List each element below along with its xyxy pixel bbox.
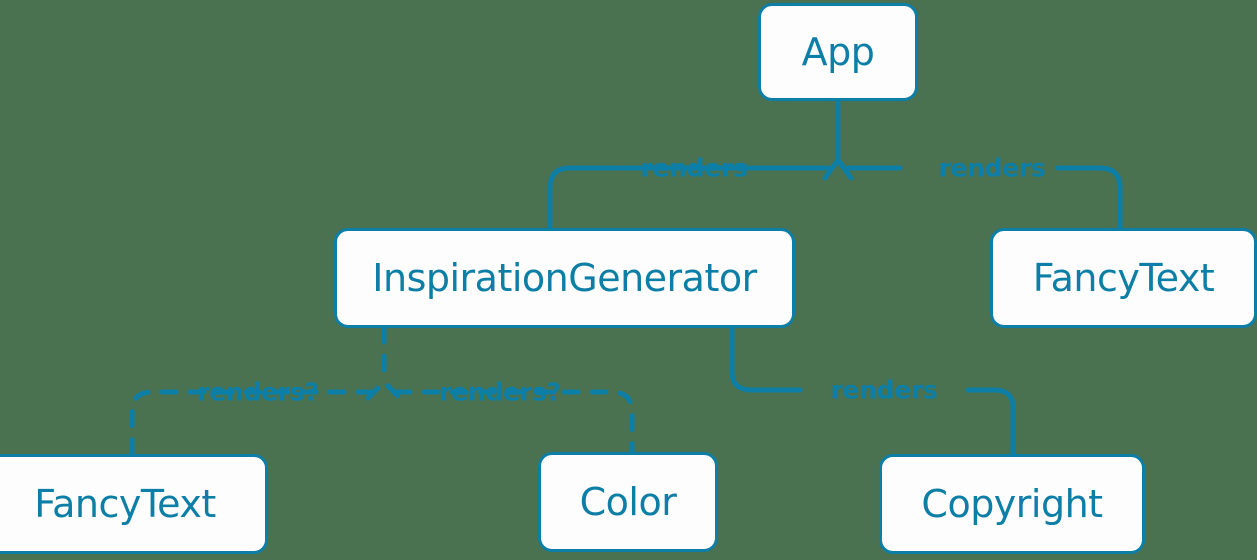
node-color-label: Color <box>579 480 677 524</box>
node-inspiration-generator-label: InspirationGenerator <box>372 256 757 300</box>
node-copyright[interactable]: Copyright <box>879 454 1145 554</box>
edge-label-inspiration-to-color: renders? <box>439 377 561 407</box>
node-color[interactable]: Color <box>538 452 718 552</box>
edge-inspiration-to-color-dashed <box>393 389 635 455</box>
node-fancytext-right[interactable]: FancyText <box>990 228 1257 328</box>
node-fancytext-left-label: FancyText <box>34 482 216 526</box>
node-fancytext-right-label: FancyText <box>1032 256 1215 300</box>
edge-label-app-to-fancytext: renders <box>938 153 1046 183</box>
edge-inspiration-to-copyright-left <box>729 325 803 393</box>
node-copyright-label: Copyright <box>921 482 1103 526</box>
edge-app-junction-arrow <box>822 157 854 181</box>
edge-inspiration-to-fancytext-dashed <box>129 389 375 457</box>
edge-inspiration-to-copyright-right <box>965 387 1016 457</box>
edge-app-to-fancytext <box>1055 165 1123 231</box>
edge-label-inspiration-to-copyright: renders <box>830 375 938 405</box>
edge-label-app-to-inspiration: renders <box>640 153 748 183</box>
edge-label-inspiration-to-fancytext: renders? <box>197 377 319 407</box>
node-inspiration-generator[interactable]: InspirationGenerator <box>334 228 795 328</box>
node-app[interactable]: App <box>758 3 918 101</box>
node-fancytext-left[interactable]: FancyText <box>0 454 268 554</box>
node-app-label: App <box>801 30 875 74</box>
edge-app-to-inspiration <box>547 165 621 231</box>
